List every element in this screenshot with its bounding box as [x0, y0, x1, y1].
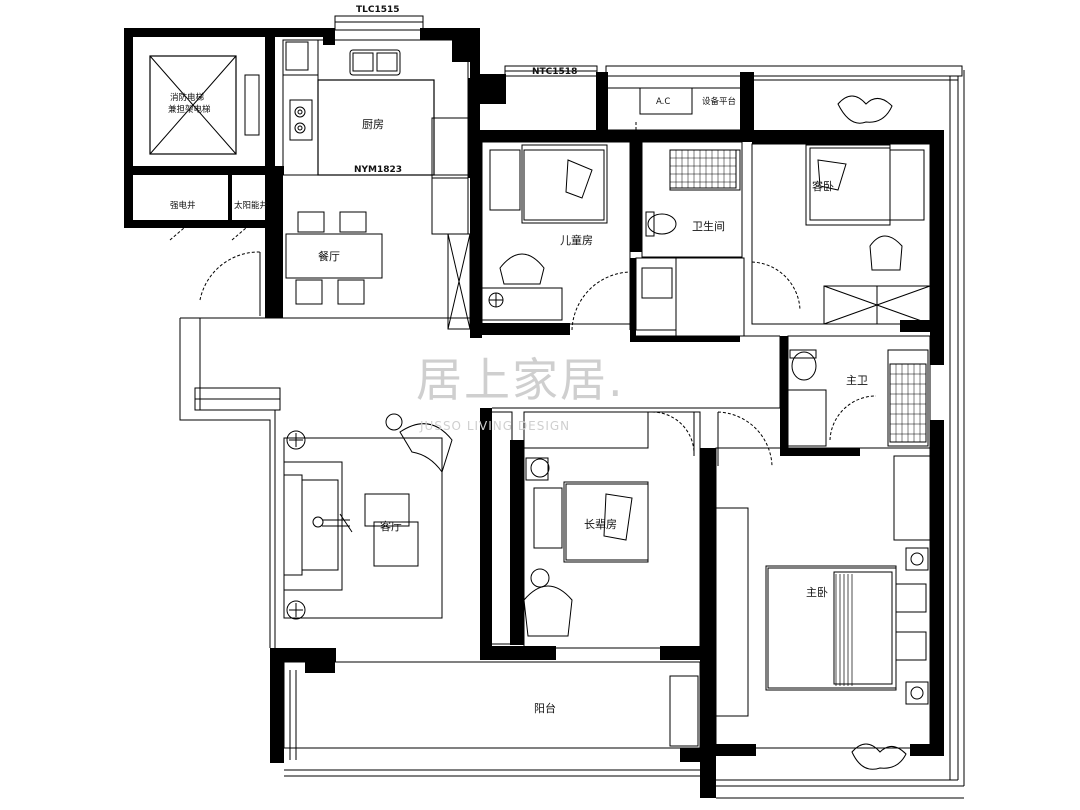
watermark: 居上家居. JUSSO LIVING DESIGN — [416, 353, 625, 433]
dining-label: 餐厅 — [318, 249, 340, 263]
kitchen-label: 厨房 — [362, 118, 384, 131]
elevator-label: 消防电梯 — [170, 92, 205, 103]
guest-furniture — [809, 147, 925, 271]
elder-furniture — [523, 457, 649, 637]
plants — [837, 95, 907, 770]
bathroom-label: 卫生间 — [692, 219, 725, 233]
master-bedroom-label: 主卧 — [806, 586, 828, 599]
guest-room-label: 客卧 — [812, 179, 834, 193]
solar-shaft-label: 太阳能井 — [234, 200, 268, 211]
bathroom-fixtures — [641, 149, 927, 443]
master-furniture — [767, 547, 929, 705]
labels: TLC1515 NTC1518 NYM1823 A.C 消防电梯 兼担架电梯 强… — [168, 5, 868, 715]
equipment-platform-label: 设备平台 — [702, 96, 736, 107]
children-room-label: 儿童房 — [560, 233, 593, 247]
window-code-tlc: TLC1515 — [356, 5, 400, 15]
electric-shaft-label: 强电井 — [170, 200, 196, 211]
master-bath-label: 主卫 — [846, 374, 868, 387]
door-code-nym: NYM1823 — [354, 165, 402, 175]
living-label: 客厅 — [380, 519, 402, 533]
ac-label: A.C — [656, 97, 670, 107]
elevator-sub-label: 兼担架电梯 — [168, 104, 211, 115]
doors — [169, 122, 877, 467]
living-furniture — [283, 413, 453, 620]
elder-room-label: 长辈房 — [584, 517, 617, 531]
balcony-label: 阳台 — [534, 701, 556, 715]
children-furniture — [481, 149, 605, 321]
watermark-cn: 居上家居. — [416, 353, 625, 407]
kitchen-fixtures — [289, 49, 401, 141]
window-code-ntc: NTC1518 — [532, 67, 577, 77]
outlines — [179, 15, 965, 799]
dining-table — [285, 211, 383, 305]
elevator-shaft — [149, 55, 260, 155]
watermark-en: JUSSO LIVING DESIGN — [419, 419, 570, 433]
